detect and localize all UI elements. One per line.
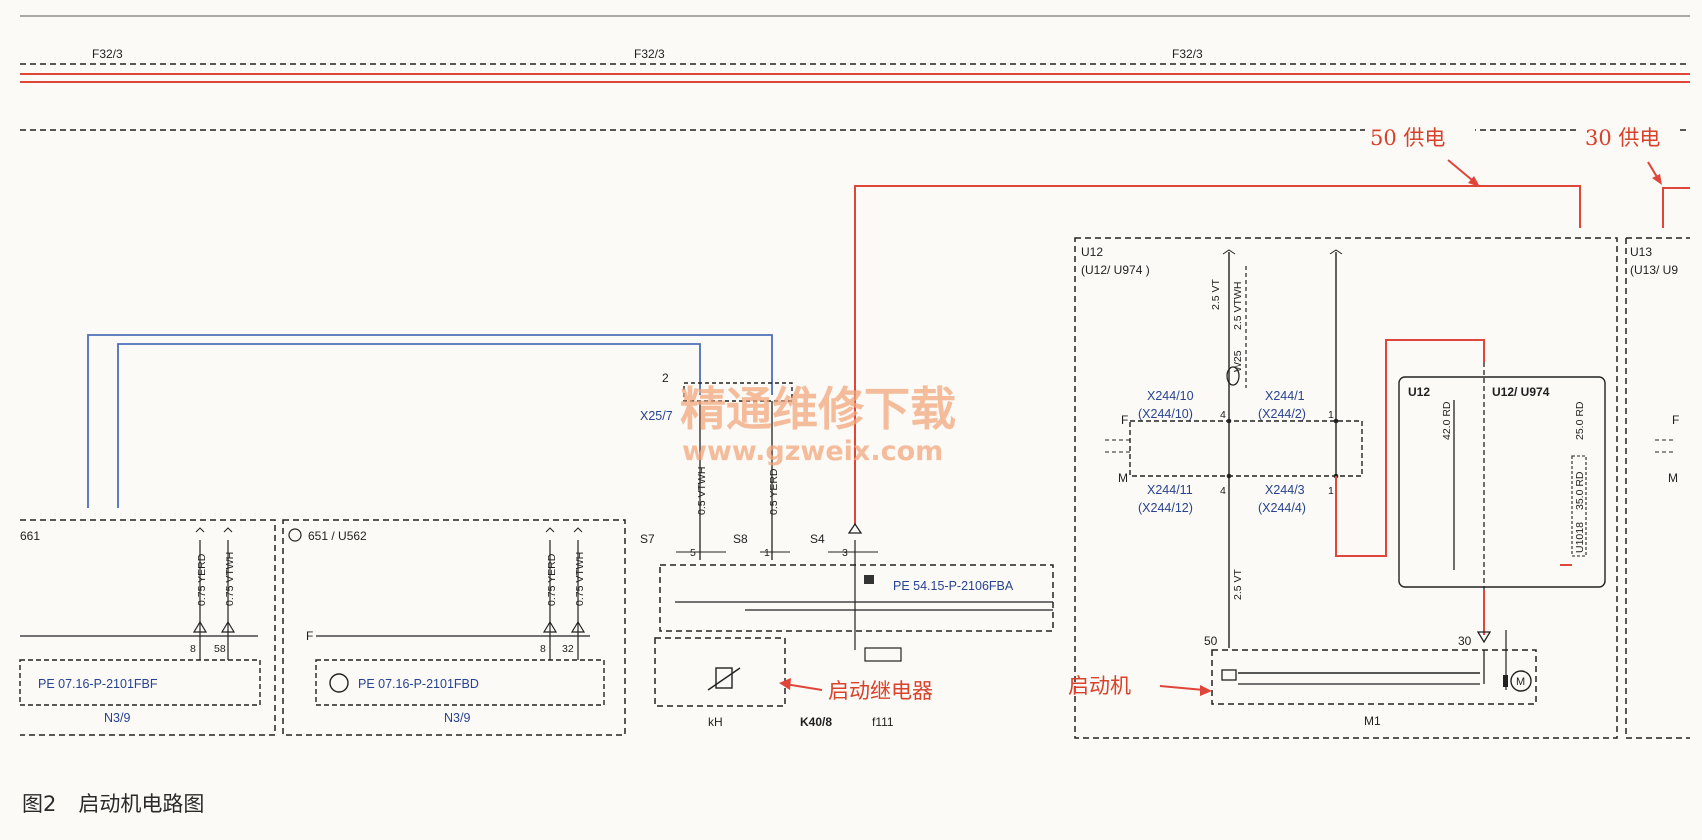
svg-text:0.5 YERD: 0.5 YERD [768, 468, 780, 515]
svg-text:2.5 VT: 2.5 VT [1232, 568, 1244, 600]
fuse-label-3: F32/3 [1172, 47, 1203, 61]
starter-relay-module: S7 S8 S4 5 1 3 PE 54.15-P-2106FBA kH K40… [640, 532, 1054, 729]
svg-text:X244/3: X244/3 [1265, 483, 1305, 497]
blue-wire-2 [117, 343, 701, 508]
svg-text:F: F [1672, 413, 1679, 427]
svg-text:2.5 VTWH: 2.5 VTWH [1232, 282, 1244, 330]
left-module-1: 661 PE 07.16-P-2101FBF N3/9 0.75 YERD 0.… [19, 519, 276, 736]
svg-text:U1018: U1018 [1574, 522, 1586, 553]
svg-text:U12: U12 [1081, 245, 1103, 259]
svg-text:M: M [1668, 471, 1678, 485]
svg-text:8: 8 [540, 643, 546, 655]
svg-text:F: F [1121, 413, 1128, 427]
svg-text:S8: S8 [733, 532, 748, 546]
watermark-cn: 精通维修下载 [680, 382, 956, 436]
svg-text:X244/10: X244/10 [1147, 389, 1194, 403]
svg-text:8: 8 [190, 643, 196, 655]
svg-text:35.0 RD: 35.0 RD [1574, 471, 1586, 510]
svg-text:W25: W25 [1232, 350, 1244, 372]
svg-text:2: 2 [662, 371, 669, 385]
svg-text:N3/9: N3/9 [444, 711, 470, 725]
svg-text:50: 50 [1204, 634, 1218, 648]
svg-text:U12: U12 [1408, 385, 1430, 399]
svg-text:(X244/4): (X244/4) [1258, 501, 1306, 515]
svg-text:4: 4 [1220, 485, 1226, 497]
svg-text:4: 4 [1220, 409, 1226, 421]
red-feed-wire [854, 185, 1581, 525]
svg-text:2.5 VT: 2.5 VT [1210, 278, 1222, 310]
svg-text:651 / U562: 651 / U562 [308, 529, 367, 543]
transistor-icon [329, 673, 349, 693]
supply-50-label: 50 供电 [1370, 126, 1445, 150]
starter-motor-arrow [1159, 685, 1205, 691]
svg-text:PE 07.16-P-2101FBD: PE 07.16-P-2101FBD [358, 677, 479, 691]
svg-text:0.75 YERD: 0.75 YERD [196, 553, 208, 606]
svg-text:0.75 YERD: 0.75 YERD [546, 553, 558, 606]
svg-text:PE 07.16-P-2101FBF: PE 07.16-P-2101FBF [38, 677, 158, 691]
svg-text:M1: M1 [1364, 714, 1381, 728]
svg-text:0.5 VTWH: 0.5 VTWH [696, 467, 708, 515]
svg-text:X244/1: X244/1 [1265, 389, 1305, 403]
svg-text:5: 5 [690, 547, 696, 559]
relay-s4-arrow [847, 522, 863, 534]
figure-caption: 图2 启动机电路图 [22, 788, 226, 818]
svg-text:F: F [306, 629, 313, 643]
svg-text:(X244/12): (X244/12) [1138, 501, 1193, 515]
svg-text:U13: U13 [1630, 245, 1652, 259]
svg-text:0.75 VTWH: 0.75 VTWH [224, 552, 236, 606]
svg-text:0.75 VTWH: 0.75 VTWH [574, 552, 586, 606]
svg-text:32: 32 [562, 643, 574, 655]
fuse-label-2: F32/3 [634, 47, 665, 61]
svg-text:(U13/ U9: (U13/ U9 [1630, 263, 1678, 277]
svg-text:M: M [1516, 676, 1525, 688]
u13-module: U13 (U13/ U9 F M [1625, 237, 1690, 739]
starter-motor-annotation: 启动机 [1068, 674, 1131, 698]
svg-text:M: M [1118, 471, 1128, 485]
svg-text:30: 30 [1458, 634, 1472, 648]
svg-text:N3/9: N3/9 [104, 711, 130, 725]
svg-text:f111: f111 [872, 715, 894, 729]
svg-text:42.0 RD: 42.0 RD [1441, 401, 1453, 440]
svg-text:3: 3 [842, 547, 848, 559]
svg-text:58: 58 [214, 643, 226, 655]
supply-30-label: 30 供电 [1585, 126, 1660, 150]
svg-text:1: 1 [764, 547, 770, 559]
svg-text:(U12/ U974 ): (U12/ U974 ) [1081, 263, 1150, 277]
svg-text:PE 54.15-P-2106FBA: PE 54.15-P-2106FBA [893, 579, 1014, 593]
motor-icon [1510, 670, 1532, 692]
svg-text:S4: S4 [810, 532, 825, 546]
figure-number: 图2 [22, 792, 57, 816]
splice-w25-icon [1226, 366, 1240, 386]
blue-wire-1 [87, 334, 773, 508]
connector-x25-7: 2 X25/7 0.5 VTWH 0.5 YERD [640, 371, 793, 560]
svg-text:(X244/2): (X244/2) [1258, 407, 1306, 421]
fuse-label-1: F32/3 [92, 47, 123, 61]
svg-text:U12/ U974: U12/ U974 [1492, 385, 1550, 399]
svg-text:S7: S7 [640, 532, 655, 546]
left-module-2: 651 / U562 F PE 07.16-P-2101FBD N3/9 0.7… [282, 519, 626, 736]
svg-text:K40/8: K40/8 [800, 715, 832, 729]
figure-title: 启动机电路图 [78, 792, 205, 816]
svg-text:1: 1 [1328, 485, 1334, 497]
svg-text:X244/11: X244/11 [1147, 483, 1193, 497]
svg-text:1: 1 [1328, 409, 1334, 421]
svg-text:661: 661 [20, 529, 40, 543]
svg-text:X25/7: X25/7 [640, 409, 673, 423]
u12-module: U12 (U12/ U974 ) 2.5 VT 2.5 VTWH W25 X24… [1074, 237, 1618, 739]
starter-relay-annotation: 启动继电器 [828, 679, 933, 703]
svg-text:kH: kH [708, 715, 723, 729]
svg-text:25.0 RD: 25.0 RD [1574, 401, 1586, 440]
watermark-url: www.gzweix.com [682, 436, 943, 467]
relay-annotation-arrow [784, 683, 823, 691]
svg-text:(X244/10): (X244/10) [1138, 407, 1193, 421]
